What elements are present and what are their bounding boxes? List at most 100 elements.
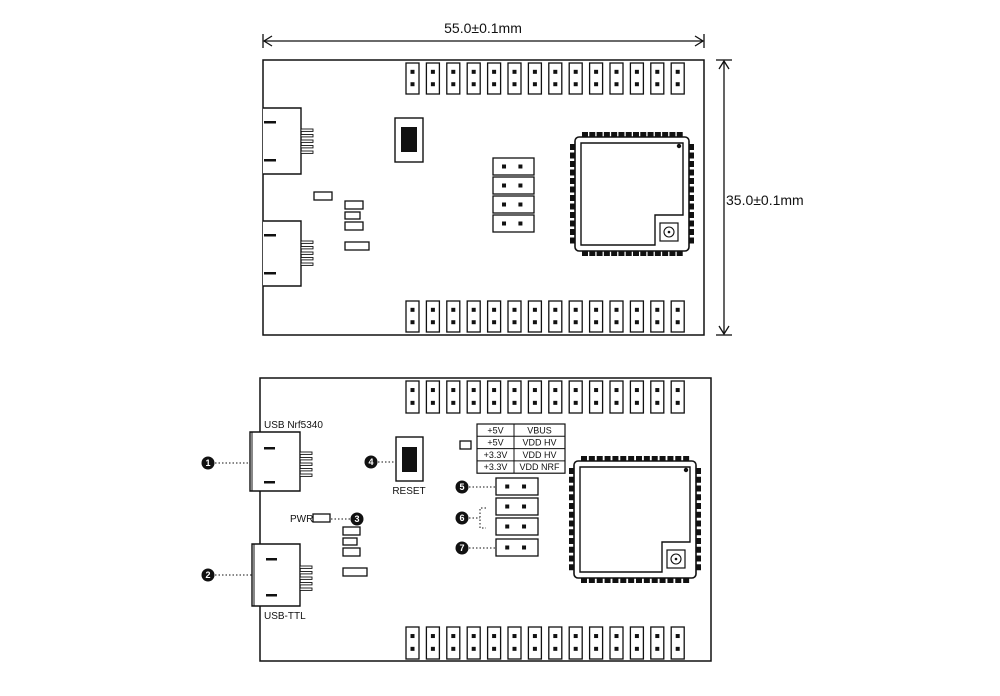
height-dimension-label: 35.0±0.1mm — [726, 192, 804, 208]
header-pin — [548, 380, 563, 414]
power-table-cell: +5V — [487, 425, 503, 435]
header-pin — [466, 380, 481, 414]
header-pin — [466, 300, 481, 333]
power-table-cell: VDD HV — [522, 438, 556, 448]
callout-number: 1 — [205, 458, 210, 468]
callout-marker: 6 — [455, 511, 480, 525]
nrf5340-module — [570, 132, 694, 256]
power-table-cell: VDD NRF — [520, 462, 561, 472]
callout-marker: 4 — [364, 455, 396, 469]
header-pin — [548, 62, 563, 95]
jumper — [492, 195, 535, 214]
header-pin — [527, 62, 543, 95]
usb-connector-ttl — [263, 220, 314, 287]
annotated-board-view: USB Nrf5340 USB-TTL RESET PWR — [201, 377, 712, 662]
usb-pin — [300, 128, 314, 132]
usb-pin — [299, 451, 313, 455]
jumper — [492, 176, 535, 195]
callout-marker: 3 — [331, 512, 364, 526]
usb-ttl-label: USB-TTL — [264, 611, 306, 622]
header-pin — [446, 380, 461, 414]
header-pin — [486, 62, 502, 95]
usb-pin — [299, 565, 313, 569]
header-pin — [650, 626, 665, 660]
callout-marker: 1 — [201, 456, 250, 470]
usb-connector-ttl-annotated — [251, 543, 313, 607]
callout-marker: 7 — [455, 541, 496, 555]
header-pin — [527, 626, 543, 660]
header-pin — [486, 300, 502, 333]
header-pin — [609, 380, 624, 414]
usb-connector-nrf — [263, 107, 314, 175]
jumper — [495, 497, 539, 516]
header-pin — [405, 62, 420, 95]
header-pin — [405, 626, 420, 660]
header-pin — [629, 300, 645, 333]
header-pin — [527, 300, 543, 333]
usb-pin — [300, 262, 314, 266]
header-pin — [670, 300, 685, 333]
header-pin — [609, 626, 624, 660]
header-pin — [466, 626, 481, 660]
header-pin — [588, 62, 604, 95]
power-table-cell: VDD HV — [522, 450, 556, 460]
pcb-outline-annotated — [259, 377, 712, 662]
header-pin — [548, 300, 563, 333]
header-pin — [466, 62, 481, 95]
usb-pin — [300, 139, 314, 143]
pin-header-top-annotated — [405, 380, 685, 414]
pcb-outline — [262, 59, 705, 336]
usb-pin — [300, 257, 314, 261]
header-pin — [609, 300, 624, 333]
jumper — [492, 157, 535, 176]
usb-pin — [300, 246, 314, 250]
header-pin — [507, 62, 522, 95]
power-table-cell: +3.3V — [484, 462, 508, 472]
header-pin — [507, 300, 522, 333]
header-pin — [670, 380, 685, 414]
usb-pin — [299, 571, 313, 575]
usb-pin — [299, 457, 313, 461]
header-pin — [446, 62, 461, 95]
usb-pin — [300, 134, 314, 138]
power-table-cell: VBUS — [527, 425, 552, 435]
header-pin — [446, 626, 461, 660]
jumper — [495, 477, 539, 496]
pwr-led — [312, 513, 331, 523]
header-pin — [650, 380, 665, 414]
header-pin — [425, 626, 441, 660]
header-pin — [629, 62, 645, 95]
header-pin — [568, 380, 583, 414]
usb-pin — [299, 576, 313, 580]
jumper — [495, 538, 539, 557]
header-pin — [629, 626, 645, 660]
usb-pin — [300, 240, 314, 244]
jumper-block-annotated — [495, 477, 539, 557]
header-pin — [588, 380, 604, 414]
callout-marker: 5 — [455, 480, 496, 494]
usb-pin — [300, 251, 314, 255]
nrf5340-module-annotated — [569, 456, 701, 583]
callout-number: 6 — [459, 513, 464, 523]
callout-number: 4 — [368, 457, 373, 467]
header-pin — [670, 62, 685, 95]
pin-header-top — [405, 62, 685, 95]
reset-label: RESET — [392, 486, 425, 497]
jumper — [495, 517, 539, 536]
header-pin — [527, 380, 543, 414]
header-pin — [425, 300, 441, 333]
usb-pin — [300, 150, 314, 154]
reset-switch — [394, 117, 424, 163]
usb-connector-nrf-annotated — [249, 431, 313, 492]
smd-components — [313, 191, 370, 251]
header-pin — [650, 62, 665, 95]
header-pin — [405, 380, 420, 414]
top-board-view: 55.0±0.1mm 35.0±0.1mm — [262, 20, 804, 336]
width-dimension: 55.0±0.1mm — [262, 20, 705, 48]
usb-pin — [299, 462, 313, 466]
header-pin — [609, 62, 624, 95]
header-pin — [588, 626, 604, 660]
header-pin — [405, 300, 420, 333]
